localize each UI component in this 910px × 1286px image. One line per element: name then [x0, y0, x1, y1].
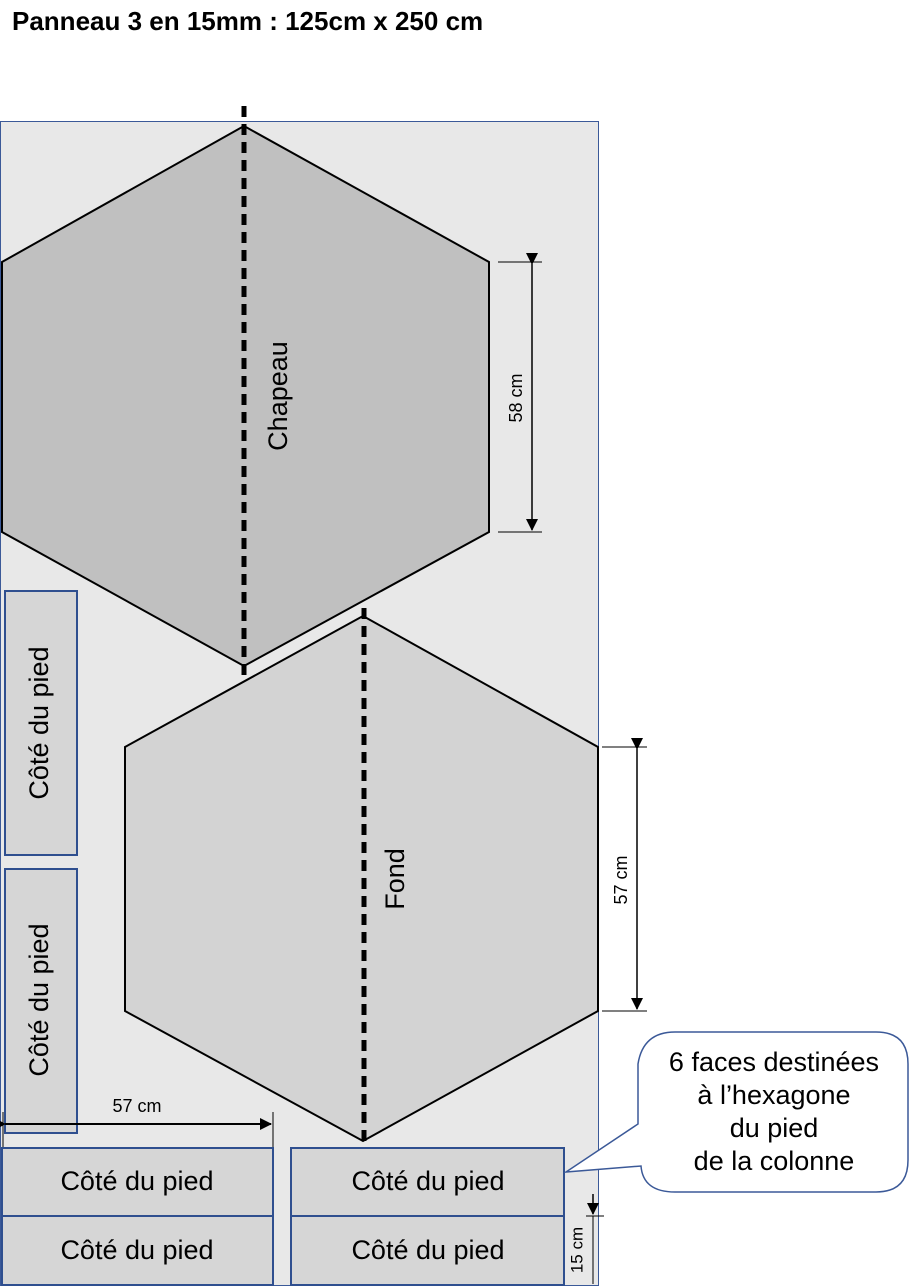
strip-horizontal-4-label: Côté du pied	[351, 1235, 504, 1265]
chapeau-label: Chapeau	[263, 341, 293, 451]
chapeau-dim-label: 58 cm	[506, 373, 526, 422]
strip-horizontal-3	[290, 1147, 565, 1217]
strip-vertical-1	[4, 590, 78, 856]
callout-line-2: à l’hexagone	[697, 1080, 851, 1110]
callout-text: 6 faces destinées à l’hexagone du pied d…	[640, 1046, 908, 1178]
callout-line-3: du pied	[729, 1113, 819, 1143]
strip-horizontal-4	[290, 1215, 565, 1286]
page-title: Panneau 3 en 15mm : 125cm x 250 cm	[12, 6, 484, 36]
strip-vertical-1-label: Côté du pied	[24, 646, 54, 799]
strip-vertical-2-label: Côté du pied	[24, 923, 54, 1076]
strip-horizontal-1-label: Côté du pied	[60, 1166, 213, 1196]
strip-vertical-2	[4, 868, 78, 1134]
strip-horizontal-2-label: Côté du pied	[60, 1235, 213, 1265]
callout-line-1: 6 faces destinées	[668, 1047, 880, 1077]
callout-line-4: de la colonne	[693, 1146, 855, 1176]
fond-dim-label: 57 cm	[611, 855, 631, 904]
strip-horizontal-2	[1, 1215, 274, 1286]
strip-dim-label: 57 cm	[112, 1096, 161, 1116]
strip-horizontal-3-label: Côté du pied	[351, 1166, 504, 1196]
width-dim-label: 15 cm	[567, 1227, 586, 1273]
callout-bubble	[563, 1031, 909, 1193]
fond-label: Fond	[380, 848, 410, 910]
